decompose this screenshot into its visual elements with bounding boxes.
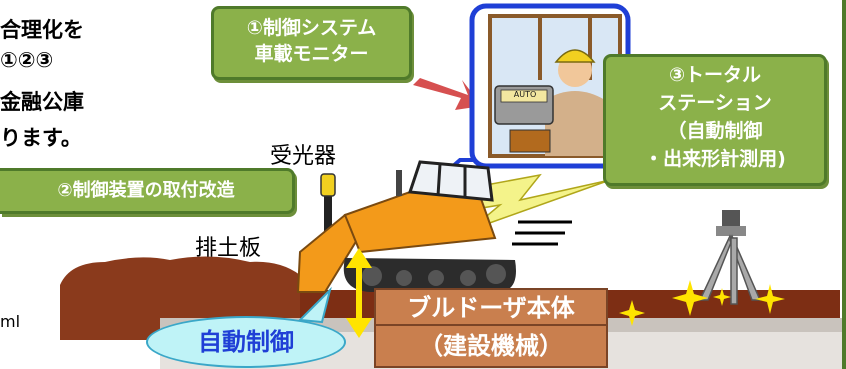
total-station-box: ③トータル ステーション （自動制御 ・出来形計測用)	[603, 54, 827, 186]
control-device-retrofit-box: ②制御装置の取付改造	[0, 168, 295, 214]
sparkles	[619, 280, 785, 326]
box3-line3: （自動制御	[667, 120, 763, 142]
bulldozer-body-sign: ブルドーザ本体	[374, 288, 608, 328]
box3-line1: ③トータル	[668, 64, 762, 86]
blade-height-arrow	[346, 248, 372, 338]
intro-text-line-4: ります。	[0, 126, 82, 150]
construction-machine-sign: （建設機械）	[374, 324, 608, 368]
operator-helmet	[554, 49, 596, 63]
bulldozer	[296, 160, 516, 293]
auto-control-label: 自動制御	[198, 328, 294, 356]
box2-label: ②制御装置の取付改造	[57, 180, 235, 201]
blade-icon	[296, 213, 362, 293]
control-system-monitor-box: ①制御システム 車載モニター	[211, 6, 412, 80]
box1-line2: 車載モニター	[254, 43, 369, 65]
box3-line2: ステーション	[658, 92, 772, 114]
intro-text-line-1: 合理化を	[0, 18, 84, 42]
url-fragment: ml	[0, 312, 21, 331]
pointer-arrow	[413, 78, 482, 110]
total-station-tripod	[698, 210, 762, 305]
monitor-screen-text: AUTO	[513, 90, 537, 99]
right-edge-bar	[842, 0, 846, 369]
blade-label: 排土板	[195, 236, 262, 261]
box3-line4: ・出来形計測用)	[644, 148, 786, 170]
box1-line1: ①制御システム	[246, 17, 377, 39]
auto-control-bubble: 自動制御	[146, 316, 346, 368]
intro-text-line-3: 金融公庫	[0, 90, 84, 114]
operator-body	[545, 91, 605, 156]
receiver-icon	[320, 173, 336, 197]
intro-text-line-2: ①②③	[0, 48, 54, 72]
receiver-label: 受光器	[270, 144, 337, 169]
